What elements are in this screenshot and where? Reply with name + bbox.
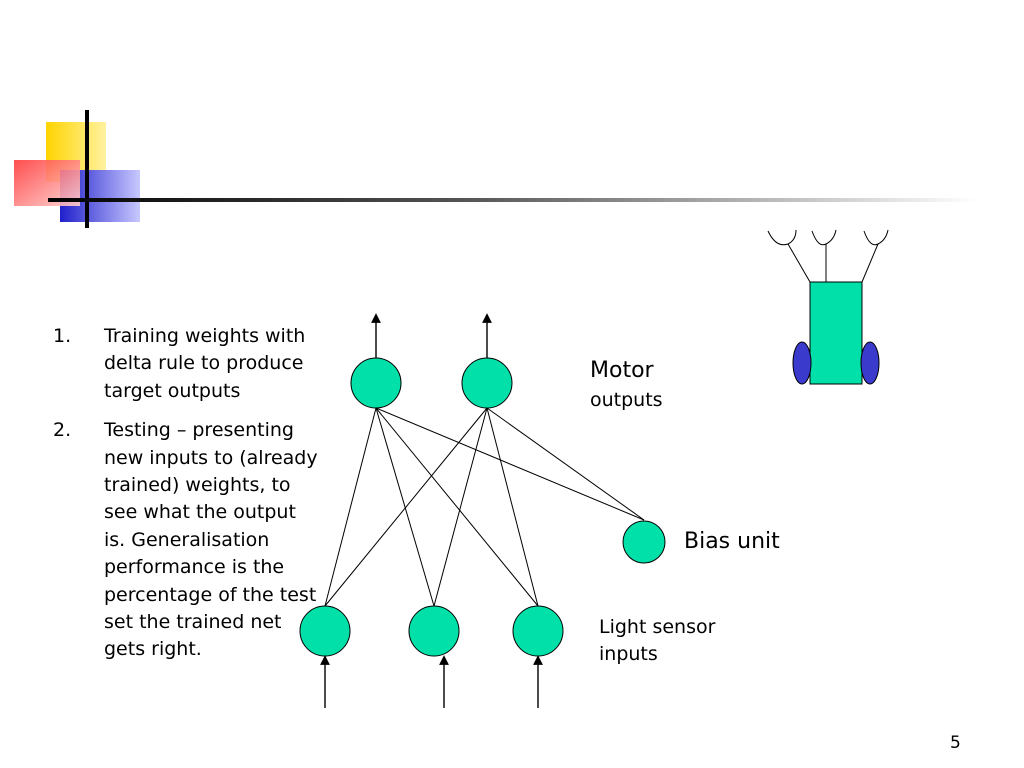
robot-sensor-fork: [863, 229, 889, 246]
numbered-list: 1. Training weights with delta rule to p…: [53, 323, 323, 676]
sensor-input-node: [408, 605, 460, 657]
motor-label: Motor: [590, 358, 654, 383]
connection-line: [375, 407, 435, 607]
light-sensor-label: Light sensor inputs: [599, 616, 716, 665]
connection-line: [375, 407, 645, 521]
list-item-number: 2.: [53, 419, 72, 442]
list-item-text: Training weights with delta rule to prod…: [104, 325, 306, 402]
robot-antenna: [861, 243, 879, 283]
robot-antenna: [787, 243, 811, 283]
connection-line: [486, 407, 539, 607]
connection-line: [433, 407, 488, 607]
motor-output-node: [350, 357, 402, 409]
bias-unit-label: Bias unit: [684, 529, 780, 554]
input-arrows: [320, 655, 543, 708]
robot-body: [809, 281, 863, 385]
robot-wheel: [792, 341, 812, 385]
header-vertical-bar: [85, 110, 89, 228]
list-item: 1. Training weights with delta rule to p…: [53, 323, 323, 405]
list-item-text: Testing – presenting new inputs to (alre…: [104, 419, 318, 661]
robot-icon: [767, 229, 889, 385]
robot-sensor-fork: [767, 229, 797, 246]
sensor-input-node: [512, 605, 564, 657]
network-nodes: [299, 357, 666, 657]
sensor-input-node: [299, 605, 351, 657]
network-connections: [324, 407, 645, 607]
output-arrows: [371, 313, 492, 358]
header-rule: [48, 198, 978, 202]
connection-line: [324, 407, 377, 607]
motor-output-node: [461, 357, 513, 409]
bias-unit-node: [622, 520, 666, 564]
connection-line: [375, 407, 539, 607]
outputs-label: outputs: [590, 389, 663, 411]
list-item-number: 1.: [53, 325, 72, 347]
robot-sensor-fork: [811, 229, 837, 246]
robot-wheel: [860, 341, 880, 385]
connection-line: [324, 407, 488, 607]
header-decoration: [14, 110, 978, 228]
connection-line: [486, 407, 645, 521]
page-number: 5: [950, 733, 961, 753]
list-item: 2. Testing – presenting new inputs to (a…: [53, 417, 323, 664]
